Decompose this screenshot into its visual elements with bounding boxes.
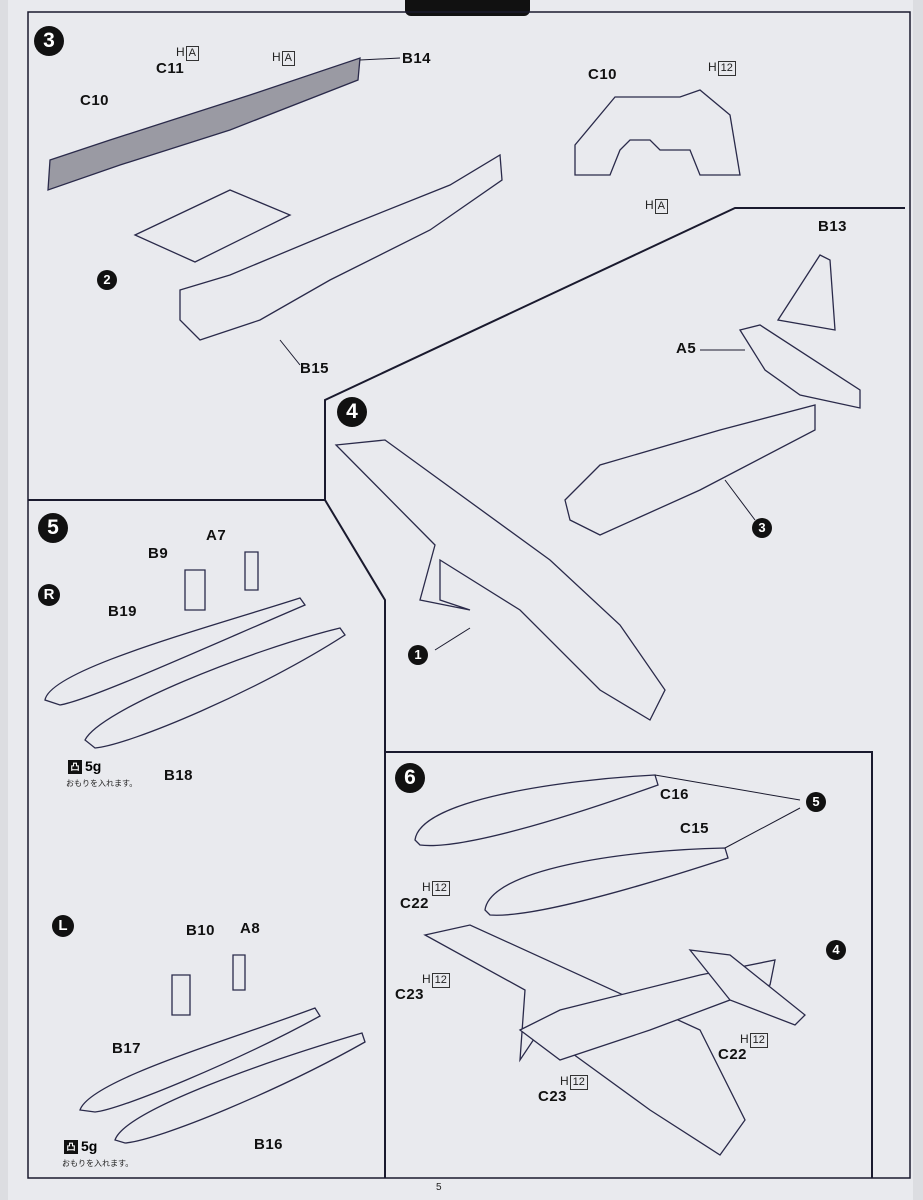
strut-a8 xyxy=(232,954,246,991)
cockpit-floor xyxy=(133,189,292,263)
paint-box-a: A xyxy=(185,46,200,61)
strut-a7 xyxy=(244,551,259,591)
paint-box-12: 12 xyxy=(431,881,450,896)
part-label-c22-left: C22 xyxy=(400,895,430,912)
part-label-a8: A8 xyxy=(240,920,261,937)
part-label-a5: A5 xyxy=(676,340,697,357)
nacelle-b16 xyxy=(114,1032,366,1144)
weight-icon: 凸 xyxy=(64,1140,78,1155)
nacelle-b19 xyxy=(44,597,306,706)
paint-box-12: 12 xyxy=(569,1075,588,1090)
radiator-b9 xyxy=(184,569,206,611)
part-label-c23-left: C23 xyxy=(395,986,425,1003)
left-side-badge: L xyxy=(52,915,74,937)
radiator-b10 xyxy=(171,974,191,1016)
part-label-b15: B15 xyxy=(300,360,330,377)
part-label-c11: C11 xyxy=(156,60,185,77)
divider-step6 xyxy=(385,751,873,1178)
part-label-panel-c10: C10 xyxy=(588,66,618,83)
step-4-badge: 4 xyxy=(337,397,367,427)
part-label-c22-right: C22 xyxy=(718,1046,748,1063)
part-label-b10: B10 xyxy=(186,922,216,939)
part-label-b13: B13 xyxy=(818,218,848,235)
part-label-b16: B16 xyxy=(254,1136,284,1153)
part-label-b17: B17 xyxy=(112,1040,142,1057)
fuselage-left-half-b14 xyxy=(47,57,361,191)
weight-note-left: おもりを入れます。 xyxy=(62,1159,134,1168)
sub-assembly-ref-2: 2 xyxy=(97,270,117,290)
paint-box-12: 12 xyxy=(717,61,736,76)
part-label-c23-right: C23 xyxy=(538,1088,568,1105)
paint-box-12: 12 xyxy=(749,1033,768,1048)
paint-h: H xyxy=(740,1032,749,1046)
tailplane-a5 xyxy=(738,324,861,409)
wing-assembly xyxy=(334,439,666,721)
fuselage-assembly xyxy=(564,404,816,536)
paint-h: H xyxy=(560,1074,569,1088)
sub-assembly-ref-1: 1 xyxy=(408,645,428,665)
part-label-c10: C10 xyxy=(80,92,110,109)
step-3-badge: 3 xyxy=(34,26,64,56)
weight-value: 5g xyxy=(81,1138,98,1154)
weight-value: 5g xyxy=(85,758,102,774)
weight-note-right: おもりを入れます。 xyxy=(66,779,138,788)
sub-assembly-ref-5: 5 xyxy=(806,792,826,812)
part-label-b19: B19 xyxy=(108,603,138,620)
paint-box-a: A xyxy=(654,199,669,214)
weight-icon: 凸 xyxy=(68,760,82,775)
step-6-badge: 6 xyxy=(395,763,425,793)
nacelle-upper-left xyxy=(414,774,659,847)
part-label-a7: A7 xyxy=(206,527,227,544)
part-label-b18: B18 xyxy=(164,767,194,784)
instrument-panel-c10 xyxy=(574,89,741,176)
fin-b13 xyxy=(776,254,836,331)
nacelle-b18 xyxy=(84,627,346,749)
part-label-c15: C15 xyxy=(680,820,710,837)
divider-step5 xyxy=(324,499,386,1178)
nacelle-b17 xyxy=(79,1007,321,1113)
nacelle-upper-right xyxy=(484,847,729,916)
outer-border xyxy=(27,11,911,1179)
paint-box-a: A xyxy=(281,51,296,66)
part-label-c16: C16 xyxy=(660,786,690,803)
sub-assembly-ref-4: 4 xyxy=(826,940,846,960)
paint-h: H xyxy=(176,45,185,59)
sub-assembly-ref-3: 3 xyxy=(752,518,772,538)
part-label-b9: B9 xyxy=(148,545,169,562)
paint-box-12: 12 xyxy=(431,973,450,988)
paint-h: H xyxy=(422,880,431,894)
step-5-badge: 5 xyxy=(38,513,68,543)
right-side-badge: R xyxy=(38,584,60,606)
fuselage-right-half-b15 xyxy=(179,153,503,341)
fuselage-step6 xyxy=(518,959,776,1061)
paint-h: H xyxy=(645,198,654,212)
part-label-b14: B14 xyxy=(402,50,432,67)
divider-step3 xyxy=(28,207,905,501)
page-number: 5 xyxy=(436,1182,442,1193)
paint-h: H xyxy=(422,972,431,986)
paint-h: H xyxy=(708,60,717,74)
paint-h: H xyxy=(272,50,281,64)
tail-step6 xyxy=(688,949,806,1026)
